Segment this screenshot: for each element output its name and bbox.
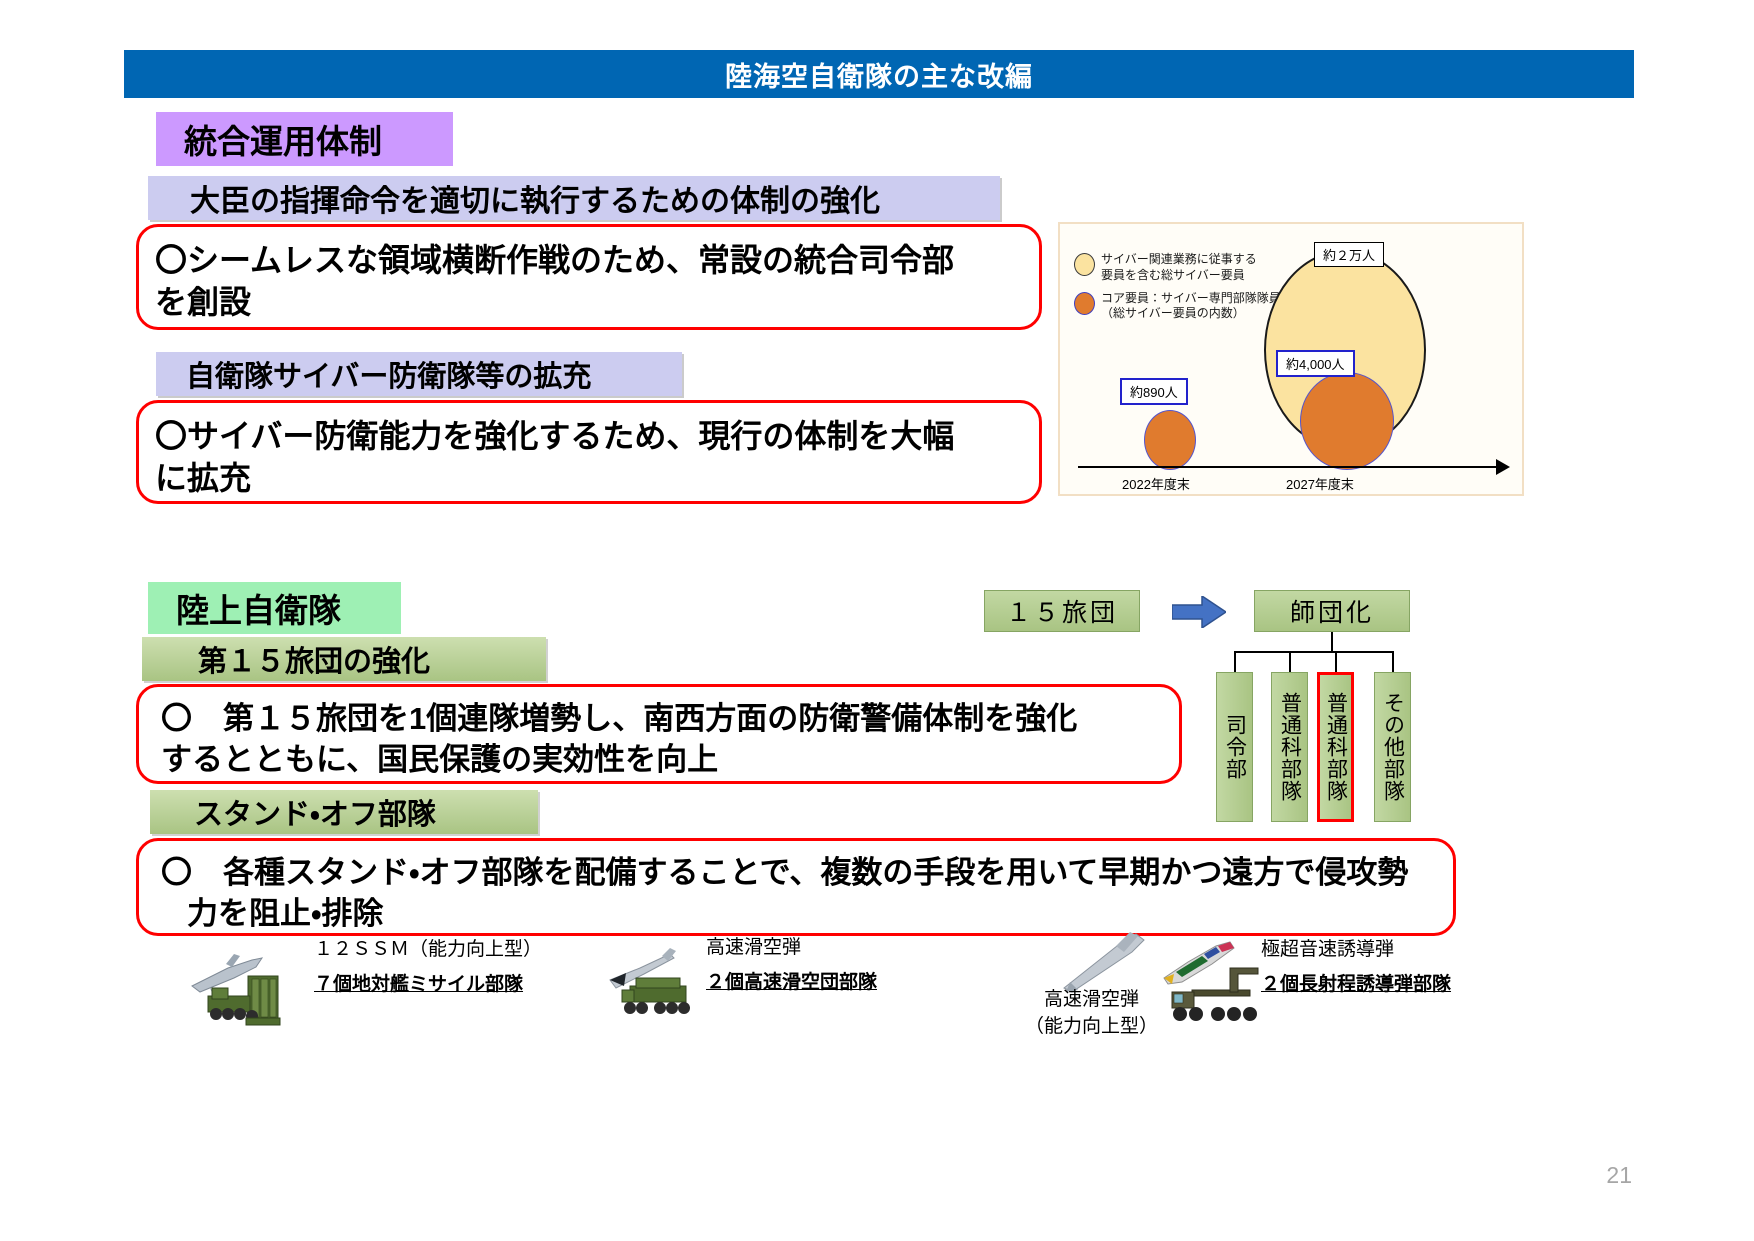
page-title: 陸海空自衛隊の主な改編 <box>725 61 1033 92</box>
ellipse-core-cyber-2027 <box>1300 372 1394 470</box>
callout-core-2022: 約890人 <box>1120 378 1188 405</box>
org-connector-drop-hq <box>1234 651 1236 672</box>
callout-box-joint-headquarters: 〇シームレスな領域横断作戦のため、常設の統合司令部 を創設 <box>136 224 1042 330</box>
legend-total-line1: サイバー関連業務に従事する <box>1101 252 1257 266</box>
subheading-standoff-units: スタンド・オフ部隊 <box>150 790 538 834</box>
glide-projectile-upgraded-icon <box>1058 930 1154 996</box>
org-connector-drop-infantry2 <box>1335 651 1337 672</box>
org-unit-headquarters: 司令部 <box>1216 672 1253 822</box>
legend-total-line2: 要員を含む総サイバー要員 <box>1101 267 1245 282</box>
standoff-text-line1: 〇 各種スタンド・オフ部隊を配備することで、複数の手段を用いて早期かつ遠方で侵攻… <box>161 855 1409 890</box>
chart-legend: サイバー関連業務に従事する 要員を含む総サイバー要員 コア要員：サイバー専門部隊… <box>1074 252 1304 329</box>
joint-hq-text-line1: 〇シームレスな領域横断作戦のため、常設の統合司令部 <box>155 242 955 278</box>
equipment-caption-hypersonic: 極超音速誘導弾 ２個長射程誘導弾部隊 <box>1261 934 1451 996</box>
equipment-name-hvgp-upgraded-line1: 高速滑空弾 <box>1044 989 1140 1010</box>
subheading-minister-command: 大臣の指揮命令を適切に執行するための体制の強化 <box>148 176 1000 220</box>
org-connector-stem <box>1331 632 1333 652</box>
section-badge-ground-sdf: 陸上自衛隊 <box>148 582 401 634</box>
orange-circle-icon <box>1074 291 1095 315</box>
org-node-15th-brigade: １５旅団 <box>984 590 1140 632</box>
callout-box-cyber-expansion: 〇サイバー防衛能力を強化するため、現行の体制を大幅 に拡充 <box>136 400 1042 504</box>
callout-box-15th-brigade: 〇 第１５旅団を1個連隊増勢し、南西方面の防衛警備体制を強化 するとともに、国民… <box>136 684 1182 784</box>
equipment-caption-hvgp: 高速滑空弾 ２個高速滑空団部隊 <box>706 932 877 994</box>
org-unit-other: その他部隊 <box>1374 672 1411 822</box>
org-connector-bus <box>1234 651 1393 653</box>
chart-axis-line <box>1078 466 1498 468</box>
equipment-name-12ssm: １２ＳＳＭ（能力向上型） <box>314 939 543 960</box>
legend-label-core-cyber: コア要員：サイバー専門部隊隊員 （総サイバー要員の内数） <box>1101 291 1281 323</box>
legend-core-line1: コア要員：サイバー専門部隊隊員 <box>1101 290 1281 305</box>
legend-core-line2: （総サイバー要員の内数） <box>1101 306 1245 321</box>
subheading-15th-brigade: 第１５旅団の強化 <box>142 637 546 681</box>
cyber-text-line2: に拡充 <box>155 460 252 497</box>
callout-core-2027: 約4,000人 <box>1276 350 1355 377</box>
org-connector-drop-infantry1 <box>1289 651 1291 672</box>
slide-title-bar: 陸海空自衛隊の主な改編 <box>124 50 1634 98</box>
legend-item-core-cyber: コア要員：サイバー専門部隊隊員 （総サイバー要員の内数） <box>1074 291 1304 323</box>
legend-label-total-cyber: サイバー関連業務に従事する 要員を含む総サイバー要員 <box>1101 252 1257 284</box>
callout-box-standoff-units: 〇 各種スタンド・オフ部隊を配備することで、複数の手段を用いて早期かつ遠方で侵攻… <box>136 838 1456 936</box>
org-unit-infantry-1: 普通科部隊 <box>1271 672 1308 822</box>
brigade-text-line2: するとともに、国民保護の実効性を向上 <box>161 741 719 777</box>
brigade-text-line1: 〇 第１５旅団を1個連隊増勢し、南西方面の防衛警備体制を強化 <box>161 701 1078 736</box>
missile-launcher-icon <box>190 938 310 1028</box>
right-arrow-icon <box>1172 596 1226 628</box>
equipment-name-hvgp: 高速滑空弾 <box>706 937 802 958</box>
cyber-personnel-chart: サイバー関連業務に従事する 要員を含む総サイバー要員 コア要員：サイバー専門部隊… <box>1058 222 1524 496</box>
equipment-units-12ssm: ７個地対艦ミサイル部隊 <box>314 974 524 995</box>
axis-tick-label-2027: 2027年度末 <box>1286 477 1354 492</box>
equipment-caption-hvgp-upgraded: 高速滑空弾 （能力向上型） <box>1025 984 1158 1038</box>
ellipse-core-cyber-2022 <box>1144 410 1196 470</box>
standoff-text-line2: 力を阻止・排除 <box>187 895 384 931</box>
page-number: 21 <box>1606 1162 1632 1188</box>
equipment-caption-12ssm: １２ＳＳＭ（能力向上型） ７個地対艦ミサイル部隊 <box>314 934 542 996</box>
org-connector-drop-other <box>1392 651 1394 672</box>
axis-tick-label-2022: 2022年度末 <box>1122 477 1190 492</box>
cyber-text-line1: 〇サイバー防衛能力を強化するため、現行の体制を大幅 <box>155 418 955 454</box>
org-node-division: 師団化 <box>1254 590 1410 632</box>
yellow-circle-icon <box>1074 253 1095 276</box>
org-unit-infantry-2-new: 普通科部隊 <box>1317 672 1354 822</box>
hypervelocity-glide-projectile-icon <box>608 940 720 1026</box>
subheading-cyber-defense-unit: 自衛隊サイバー防衛隊等の拡充 <box>156 352 682 396</box>
equipment-units-hvgp: ２個高速滑空団部隊 <box>706 972 878 993</box>
joint-hq-text-line2: を創設 <box>155 284 252 321</box>
legend-item-total-cyber: サイバー関連業務に従事する 要員を含む総サイバー要員 <box>1074 252 1304 284</box>
equipment-name-hypersonic: 極超音速誘導弾 <box>1261 939 1395 960</box>
equipment-name-hvgp-upgraded-line2: （能力向上型） <box>1025 1016 1159 1037</box>
callout-total-2027: 約２万人 <box>1314 242 1385 267</box>
hypersonic-guided-missile-icon <box>1158 934 1278 1026</box>
equipment-units-hypersonic: ２個長射程誘導弾部隊 <box>1261 974 1452 995</box>
section-badge-joint-operations: 統合運用体制 <box>156 112 453 166</box>
axis-arrow-icon <box>1496 459 1510 475</box>
